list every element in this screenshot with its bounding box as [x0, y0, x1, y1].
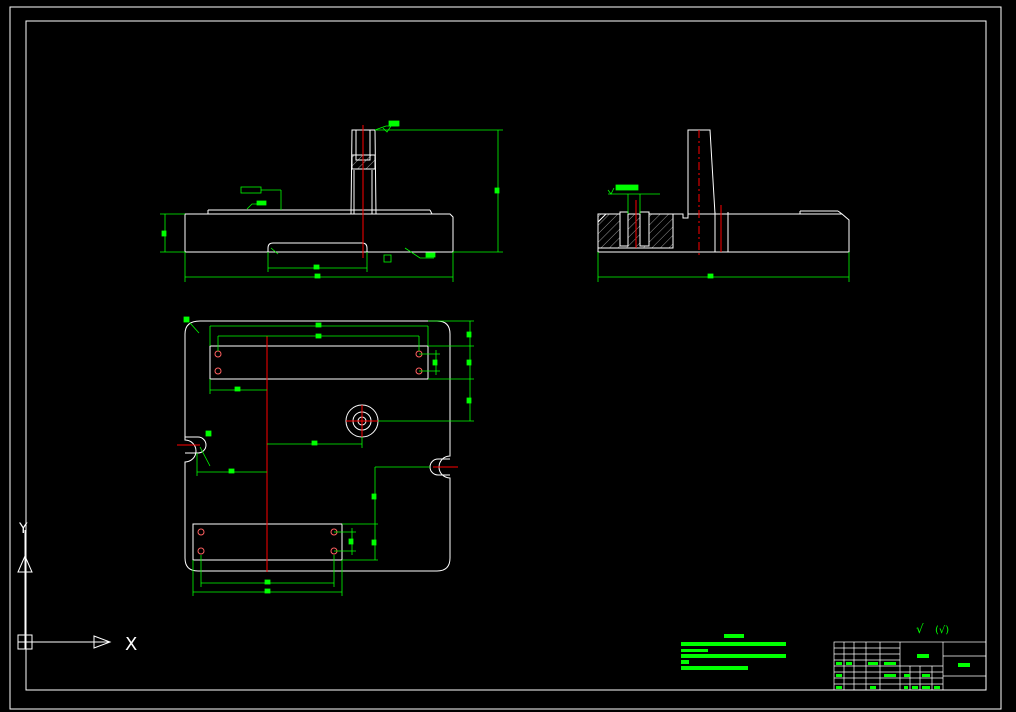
- notes-title: [724, 634, 744, 638]
- notes-line-4: [681, 660, 689, 664]
- top-view-outline: [184, 320, 451, 572]
- side-view-post: [687, 129, 716, 215]
- top-view-holes: [197, 350, 423, 555]
- inner-border: [25, 20, 987, 691]
- side-view-dimensions: [597, 184, 850, 282]
- top-view-left-slot: [185, 436, 207, 454]
- notes-line-3: [681, 654, 786, 658]
- top-view: [184, 320, 451, 572]
- title-block-text: [836, 654, 970, 689]
- outer-border: [9, 6, 1002, 710]
- notes-line-2: [681, 649, 708, 652]
- ucs-x-label: X: [125, 634, 137, 655]
- top-view-dimensions: [183, 316, 474, 596]
- top-view-upper-plate: [209, 345, 429, 380]
- ucs-y-label: Y: [18, 521, 28, 537]
- roughness-symbol: √: [916, 622, 924, 636]
- roughness-other: (√): [935, 625, 949, 636]
- front-view-base: [184, 213, 454, 253]
- side-view: [597, 129, 850, 255]
- top-view-centerlines: [177, 336, 458, 572]
- ucs-icon: [17, 530, 112, 650]
- title-block: [833, 641, 987, 691]
- notes-line-1: [681, 642, 786, 646]
- notes-line-5: [681, 666, 748, 670]
- front-view-slot: [267, 242, 368, 252]
- front-view: [184, 125, 454, 258]
- technical-notes: [681, 634, 786, 670]
- front-view-dimensions: [160, 120, 503, 282]
- top-view-right-slot: [429, 458, 450, 476]
